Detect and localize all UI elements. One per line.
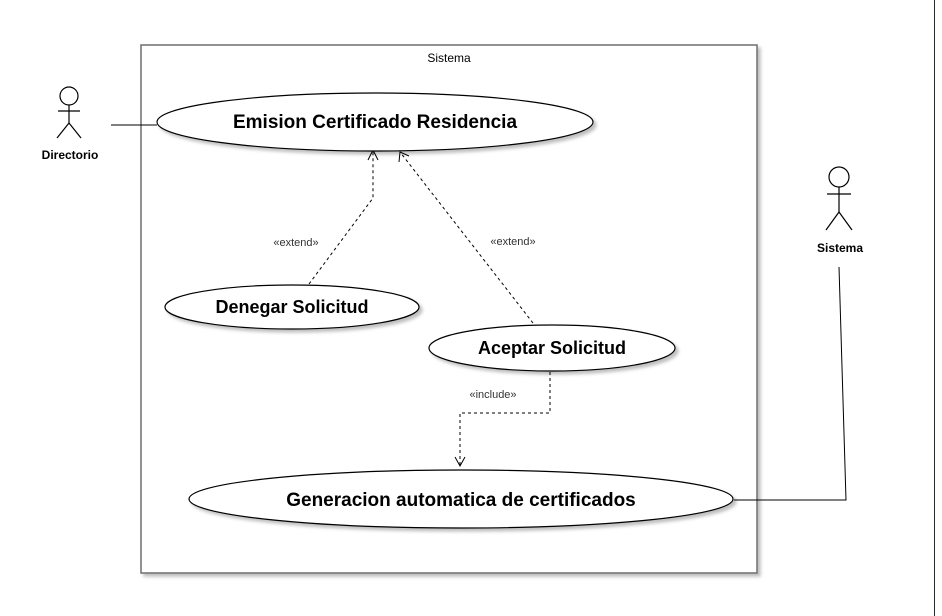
arrowhead-icon (454, 456, 466, 468)
include-aceptar-generacion[interactable]: «include» (454, 372, 551, 468)
use-case-denegar-label: Denegar Solicitud (215, 297, 368, 317)
stick-figure-icon (825, 166, 853, 231)
use-case-generacion[interactable]: Generacion automatica de certificados (188, 469, 734, 529)
use-case-emision[interactable]: Emision Certificado Residencia (156, 92, 594, 152)
use-case-denegar[interactable]: Denegar Solicitud (164, 284, 420, 330)
system-boundary-label: Sistema (427, 51, 471, 65)
use-case-emision-label: Emision Certificado Residencia (233, 112, 517, 133)
stick-figure-icon (56, 86, 82, 139)
actor-directorio[interactable]: Directorio (42, 86, 99, 162)
include-label: «include» (469, 389, 516, 401)
actor-directorio-label: Directorio (42, 148, 99, 162)
actor-sistema-label: Sistema (817, 241, 863, 255)
use-case-aceptar-label: Aceptar Solicitud (478, 338, 626, 358)
association-sistema-generacion[interactable] (734, 266, 847, 501)
arrowhead-icon (398, 151, 410, 163)
use-case-aceptar[interactable]: Aceptar Solicitud (428, 324, 676, 372)
extend-aceptar-emision[interactable]: «extend» (398, 151, 536, 324)
actor-sistema[interactable]: Sistema (817, 166, 863, 255)
extend-aceptar-label: «extend» (490, 236, 535, 248)
canvas-right-border (934, 0, 935, 616)
use-case-generacion-label: Generacion automatica de certificados (286, 490, 636, 511)
extend-denegar-label: «extend» (273, 237, 318, 249)
